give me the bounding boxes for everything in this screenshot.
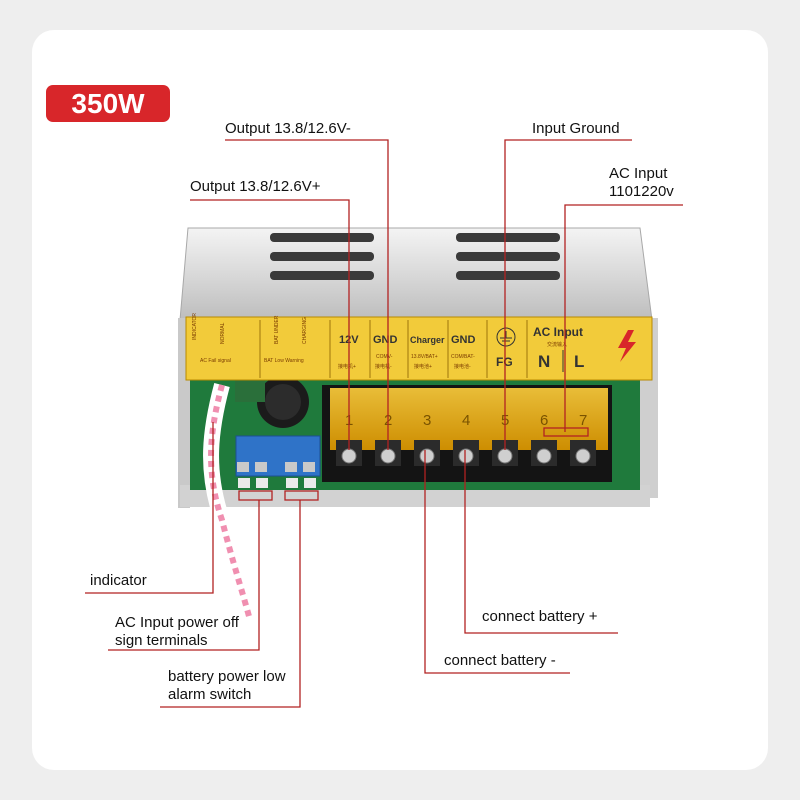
panel-gnd1-sub: COMV- <box>376 354 393 360</box>
panel-gnd2-sub: COM/BAT- <box>451 354 475 360</box>
label-batt-low-2: alarm switch <box>168 686 252 703</box>
hazard-icon <box>618 330 636 362</box>
panel-bat-under-small: BAT UNDER <box>274 315 280 344</box>
panel-n: N <box>538 352 550 371</box>
label-panel <box>185 316 653 381</box>
terminal-screw-head-4 <box>458 448 474 464</box>
label-ac-input-2: 1101220v <box>609 183 674 200</box>
wattage-badge: 350W <box>46 85 170 122</box>
label-indicator: indicator <box>90 572 147 589</box>
panel-gnd2-sub-b: 接电池- <box>454 363 471 370</box>
panel-fg: FG <box>496 355 513 369</box>
terminal-screw-head-5 <box>497 448 513 464</box>
panel-charging-small: CHARGING <box>302 317 308 344</box>
label-connect-plus: connect battery + <box>482 608 598 625</box>
label-ac-off-1: AC Input power off <box>115 614 239 631</box>
terminal-screw-head-6 <box>536 448 552 464</box>
metal-case-top <box>179 227 653 321</box>
panel-charger-sub: 13.8V/BAT+ <box>411 354 438 360</box>
label-output-minus: Output 13.8/12.6V- <box>225 120 351 137</box>
label-connect-minus: connect battery - <box>444 652 556 669</box>
panel-normal-small: NORMAL <box>220 322 226 344</box>
label-input-ground: Input Ground <box>532 120 620 137</box>
panel-gnd1: GND <box>373 334 398 346</box>
terminal-cover <box>330 388 608 450</box>
label-ac-input-1: AC Input <box>609 165 668 182</box>
terminal-number-6: 6 <box>540 412 548 429</box>
ground-icon <box>496 327 516 347</box>
terminal-screw-head-2 <box>380 448 396 464</box>
terminal-screws <box>336 440 596 466</box>
label-ac-off-2: sign terminals <box>115 632 208 649</box>
terminal-screw-head-7 <box>575 448 591 464</box>
panel-charger-sub-b: 接电池+ <box>414 363 432 370</box>
panel-ac-fail: AC Fail signal <box>200 358 231 364</box>
panel-bat-low: BAT Low Warning <box>264 358 304 364</box>
terminal-screw-head-1 <box>341 448 357 464</box>
label-batt-low-1: battery power low <box>168 668 286 685</box>
panel-ac-title: AC Input <box>533 325 583 339</box>
terminal-number-4: 4 <box>462 412 470 429</box>
terminal-screw-head-3 <box>419 448 435 464</box>
panel-12v-sub: 接电机+ <box>338 363 356 370</box>
label-output-plus: Output 13.8/12.6V+ <box>190 178 321 195</box>
panel-l: L <box>574 352 584 371</box>
signal-terminal-blocks <box>235 435 321 488</box>
leader-lines <box>85 139 683 708</box>
vent-slots <box>270 233 560 280</box>
panel-gnd1-sub-b: 接电机- <box>375 363 392 370</box>
terminal-number-3: 3 <box>423 412 431 429</box>
panel-charger: Charger <box>410 335 445 345</box>
panel-indicator-small: INDICATOR <box>192 313 198 340</box>
panel-gnd2: GND <box>451 334 476 346</box>
panel-ac-sub: 交流输入 <box>547 341 567 348</box>
terminal-number-7: 7 <box>579 412 587 429</box>
